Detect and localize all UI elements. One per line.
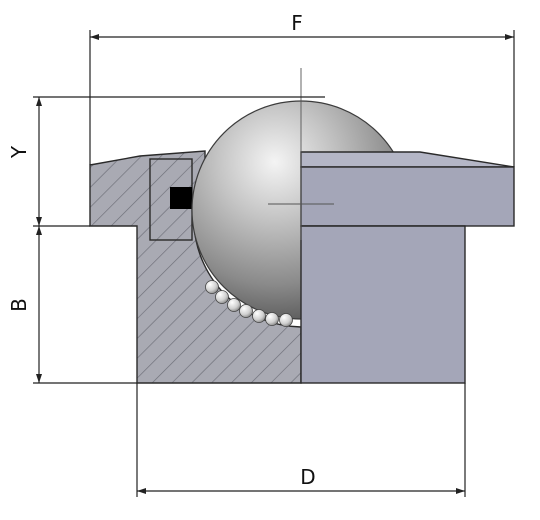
dimension-f: F: [89, 11, 515, 167]
support-ball: [252, 309, 266, 323]
dimension-y: Y: [7, 96, 325, 227]
support-ball: [205, 280, 219, 294]
support-ball: [265, 312, 279, 326]
support-ball: [279, 313, 293, 327]
support-ball: [215, 290, 229, 304]
seal: [170, 187, 192, 209]
support-balls: [205, 280, 293, 327]
support-ball: [239, 304, 253, 318]
housing-flange: [300, 166, 515, 227]
dimension-label-d: D: [300, 465, 315, 489]
dimension-label-y: Y: [7, 145, 31, 159]
housing-body: [300, 225, 466, 384]
dimension-label-f: F: [291, 11, 303, 35]
dimension-label-b: B: [7, 298, 31, 312]
housing-flange-top: [300, 151, 515, 168]
dimension-b: B: [7, 226, 137, 384]
support-ball: [227, 298, 241, 312]
dimension-d: D: [136, 383, 466, 497]
